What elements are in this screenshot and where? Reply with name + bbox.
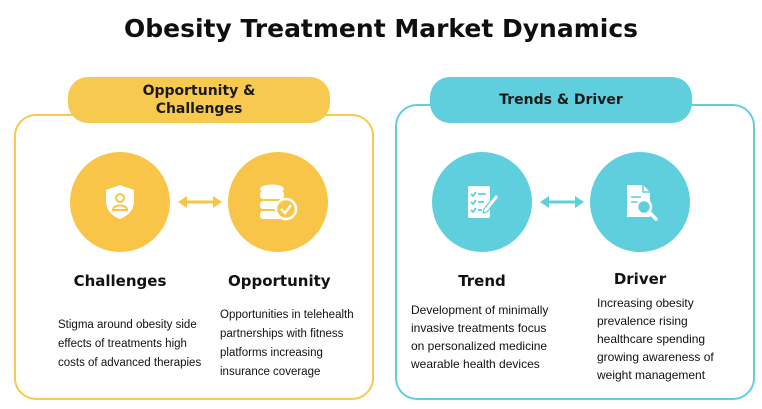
trend-description: Development of minimally invasive treatm… [411, 301, 548, 373]
trends-driver-panel [395, 104, 755, 400]
opportunity-heading: Opportunity [228, 272, 331, 290]
desc-line: platforms increasing [220, 347, 323, 359]
desc-line: Development of minimally [411, 303, 549, 317]
opportunity-description: Opportunities in telehealth partnerships… [220, 306, 354, 382]
challenges-circle [70, 152, 170, 252]
desc-line: Stigma around obesity side [58, 319, 197, 331]
opportunity-challenges-pill: Opportunity & Challenges [68, 77, 330, 123]
desc-line: healthcare spending [597, 332, 706, 346]
trends-driver-pill: Trends & Driver [430, 77, 692, 123]
desc-line: growing awareness of [597, 350, 714, 364]
trend-circle [432, 152, 532, 252]
opportunity-circle [228, 152, 328, 252]
desc-line: costs of advanced therapies [58, 357, 202, 369]
desc-line: weight management [597, 368, 706, 382]
trend-heading: Trend [458, 272, 506, 290]
document-search-icon [627, 185, 658, 221]
desc-line: wearable health devices [411, 357, 540, 371]
challenges-heading: Challenges [73, 272, 167, 290]
desc-line: Opportunities in telehealth [220, 309, 354, 321]
checklist-pen-icon [468, 186, 500, 218]
desc-line: partnerships with fitness [220, 328, 344, 340]
pill-label: Trends & Driver [499, 92, 623, 108]
page-title: Obesity Treatment Market Dynamics [123, 14, 639, 43]
desc-line: prevalence rising [597, 314, 688, 328]
double-arrow-icon [178, 196, 222, 208]
shield-user-icon [106, 185, 134, 219]
opportunity-challenges-panel [14, 114, 374, 400]
driver-heading: Driver [613, 270, 667, 288]
desc-line: effects of treatments high [58, 338, 187, 350]
desc-line: Increasing obesity [597, 296, 694, 310]
driver-description: Increasing obesity prevalence rising hea… [597, 294, 714, 384]
desc-line: on personalized medicine [411, 339, 548, 353]
driver-circle [590, 152, 690, 252]
double-arrow-icon [540, 196, 584, 208]
challenges-description: Stigma around obesity side effects of tr… [58, 316, 201, 373]
desc-line: invasive treatments focus [411, 321, 547, 335]
desc-line: insurance coverage [220, 366, 321, 378]
database-check-icon [260, 184, 298, 221]
pill-label: Opportunity & Challenges [142, 83, 256, 117]
